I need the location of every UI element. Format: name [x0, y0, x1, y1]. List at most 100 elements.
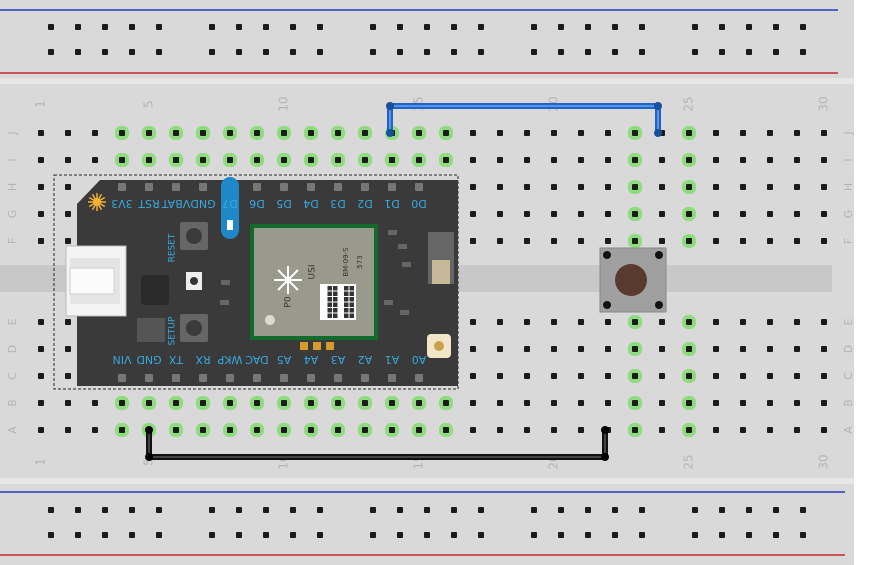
row-letter-left: B — [6, 399, 19, 407]
row-letter-left: E — [6, 318, 19, 325]
rail-hole — [102, 49, 108, 55]
hole — [173, 400, 179, 406]
column-number-top: 30 — [817, 96, 831, 111]
rail-hole — [370, 507, 376, 513]
qr-cell — [344, 308, 349, 313]
photon-pin — [253, 183, 261, 191]
rail-hole — [612, 24, 618, 30]
hole — [443, 157, 449, 163]
photon-pin — [199, 374, 207, 382]
row-letter-left: C — [6, 372, 19, 380]
pushbutton-cap — [615, 264, 647, 296]
rail-hole — [209, 532, 215, 538]
row-letter-left: G — [6, 210, 19, 219]
hole — [254, 130, 260, 136]
hole — [578, 211, 584, 217]
hole — [821, 427, 827, 433]
rail-hole — [129, 24, 135, 30]
rail-hole — [48, 24, 54, 30]
rail-hole — [692, 24, 698, 30]
photon-top-pin-label: GND — [190, 197, 215, 210]
photon-top-pin-label: 3V3 — [111, 197, 133, 210]
qr-cell — [333, 313, 338, 318]
smd-part — [398, 244, 407, 249]
hole — [362, 427, 368, 433]
hole — [740, 157, 746, 163]
hole — [524, 130, 530, 136]
hole — [794, 400, 800, 406]
hole — [632, 319, 638, 325]
rail-hole — [612, 532, 618, 538]
hole — [38, 157, 44, 163]
hole — [713, 157, 719, 163]
rail-hole — [531, 532, 537, 538]
row-letter-right: C — [842, 372, 855, 380]
hole — [713, 238, 719, 244]
reset-label: RESET — [168, 233, 178, 262]
rail-hole — [451, 49, 457, 55]
hole — [659, 346, 665, 352]
photon-pin — [172, 374, 180, 382]
hole — [416, 157, 422, 163]
u-fl-center — [434, 341, 444, 351]
rail-hole — [75, 24, 81, 30]
rail-hole — [585, 49, 591, 55]
rail-hole — [800, 532, 806, 538]
black-wire-node — [601, 426, 609, 434]
hole — [65, 319, 71, 325]
hole — [470, 319, 476, 325]
hole — [578, 157, 584, 163]
hole — [551, 319, 557, 325]
rail-separator-bottom — [0, 478, 854, 484]
usb-port — [69, 267, 115, 295]
qr-cell — [327, 302, 332, 307]
rail-hole — [800, 507, 806, 513]
hole — [146, 400, 152, 406]
rail-hole — [612, 507, 618, 513]
column-number-bottom: 1 — [34, 458, 48, 466]
hole — [524, 346, 530, 352]
hole — [794, 184, 800, 190]
rail-hole — [75, 532, 81, 538]
hole — [470, 238, 476, 244]
hole — [767, 427, 773, 433]
hole — [362, 157, 368, 163]
hole — [524, 319, 530, 325]
hole — [713, 346, 719, 352]
hole — [740, 400, 746, 406]
rail-hole — [397, 507, 403, 513]
qr-cell — [333, 286, 338, 291]
hole — [551, 184, 557, 190]
hole — [65, 238, 71, 244]
rail-hole — [773, 532, 779, 538]
hole — [92, 427, 98, 433]
qr-cell — [327, 291, 332, 296]
rail-hole — [478, 532, 484, 538]
hole — [119, 400, 125, 406]
rail-hole — [478, 24, 484, 30]
hole — [605, 373, 611, 379]
hole — [605, 130, 611, 136]
column-number-top: 25 — [682, 96, 696, 111]
rail-hole — [719, 49, 725, 55]
photon-top-pin-label: D7 — [222, 197, 237, 210]
hole — [632, 373, 638, 379]
hole — [605, 346, 611, 352]
hole — [578, 346, 584, 352]
hole — [578, 238, 584, 244]
hole — [524, 373, 530, 379]
qr-cell — [344, 291, 349, 296]
hole — [497, 319, 503, 325]
qr-cell — [327, 308, 332, 313]
photon-bottom-pin-label: A3 — [331, 353, 346, 366]
rail-hole — [48, 507, 54, 513]
row-letter-right: D — [842, 345, 855, 353]
hole — [335, 130, 341, 136]
rail-hole — [746, 49, 752, 55]
black-wire-node — [601, 453, 609, 461]
hole — [119, 130, 125, 136]
hole — [470, 184, 476, 190]
hole — [200, 157, 206, 163]
hole — [65, 130, 71, 136]
photon-top-pin-label: D6 — [249, 197, 264, 210]
